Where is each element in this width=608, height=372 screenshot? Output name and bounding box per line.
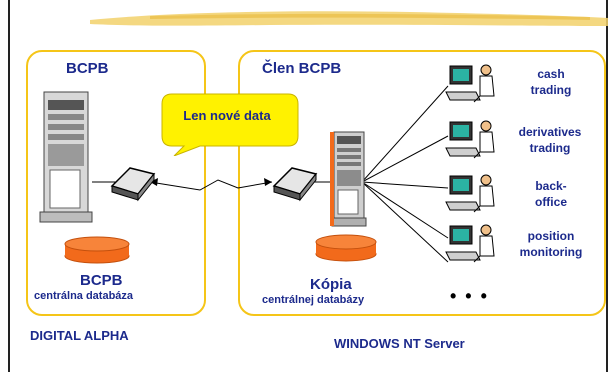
bcpb-title: BCPB — [66, 60, 109, 77]
workstation-icon-2 — [445, 120, 495, 159]
brush-stroke-decoration — [90, 11, 608, 26]
workstation-label-line1: derivatives — [518, 125, 582, 139]
bcpb-database-icon — [64, 236, 130, 264]
slide-left-border — [8, 0, 10, 372]
member-db-subtitle: centrálnej databázy — [262, 294, 365, 306]
bcpb-db-subtitle: centrálna databáza — [34, 290, 134, 302]
workstation-label-line1: position — [527, 229, 575, 243]
workstation-links — [361, 85, 449, 263]
workstation-label-3: back- office — [516, 178, 586, 210]
workstation-label-line2: trading — [530, 83, 572, 97]
workstation-label-line2: trading — [529, 141, 571, 155]
workstation-icon-4 — [445, 224, 495, 263]
bcpb-server-icon — [39, 91, 93, 223]
slide-right-border — [606, 0, 608, 372]
member-database-icon — [315, 234, 377, 262]
workstation-label-line1: back- — [535, 179, 567, 193]
workstation-label-2: derivatives trading — [500, 124, 600, 156]
callout-text: Len nové data — [183, 108, 271, 123]
more-indicator: • • • — [450, 286, 489, 306]
workstation-label-line2: monitoring — [519, 245, 583, 259]
workstation-icon-3 — [445, 174, 495, 213]
member-server-icon — [330, 131, 367, 227]
workstation-label-4: position monitoring — [508, 228, 594, 260]
member-panel — [238, 50, 606, 316]
member-modem-icon — [272, 167, 318, 202]
workstation-icon-1 — [445, 64, 495, 103]
bcpb-modem-icon — [110, 167, 156, 202]
member-platform: WINDOWS NT Server — [334, 336, 465, 351]
member-title: Člen BCPB — [262, 60, 342, 77]
connection-line — [149, 178, 273, 191]
workstation-label-1: cash trading — [516, 66, 586, 98]
member-db-title: Kópia — [310, 276, 352, 293]
bcpb-platform: DIGITAL ALPHA — [30, 328, 129, 343]
workstation-label-line2: office — [534, 195, 567, 209]
workstation-label-line1: cash — [537, 67, 565, 81]
bcpb-db-title: BCPB — [80, 272, 123, 289]
callout-bubble — [161, 93, 299, 156]
